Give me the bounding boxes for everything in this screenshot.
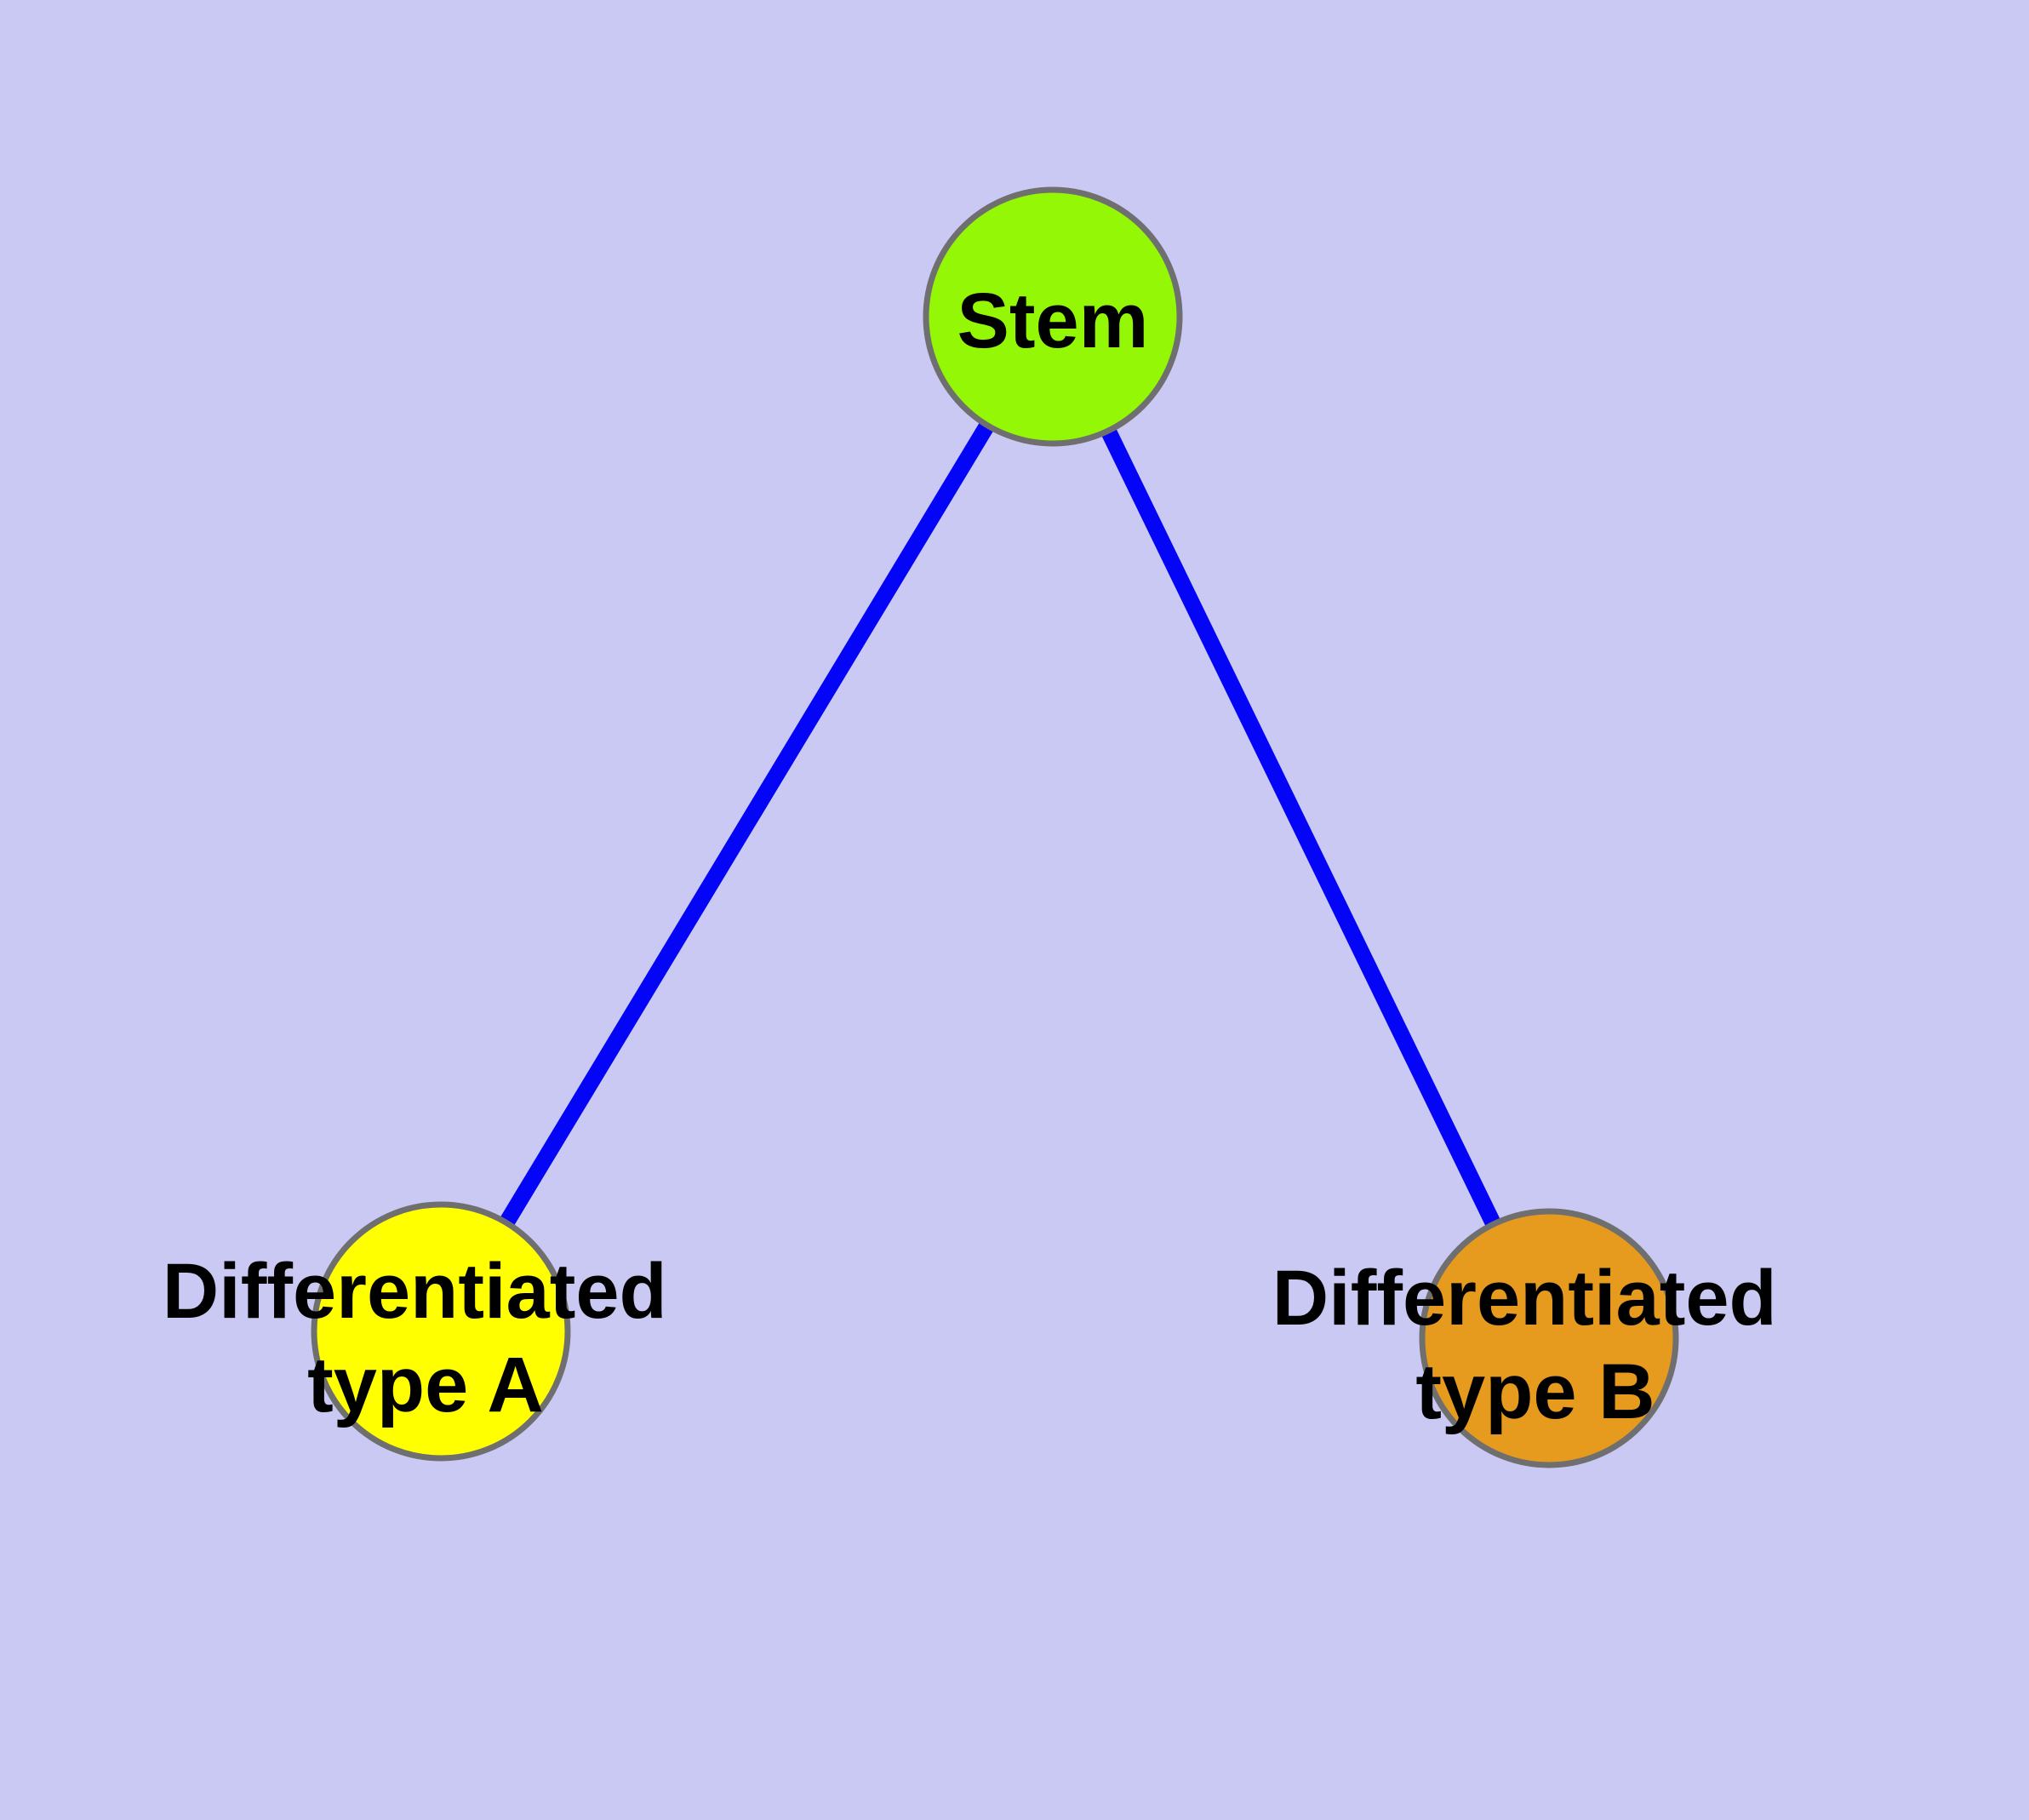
- node-type-a-label-line2: type A: [307, 1342, 544, 1428]
- node-stem-circle: [923, 186, 1183, 447]
- node-type-a-label: Differentiated type A: [163, 1248, 689, 1428]
- edge-stem-to-type-b: [1045, 312, 1557, 1342]
- node-type-b-label-line1: Differentiated: [1272, 1255, 1777, 1342]
- node-type-b-circle: [1419, 1208, 1679, 1468]
- node-type-a-label-line1: Differentiated: [163, 1248, 667, 1335]
- node-type-b-label: Differentiated type B: [1272, 1255, 1799, 1435]
- node-stem-label: Stem: [957, 278, 1149, 364]
- node-type-b-label-line2: type B: [1415, 1348, 1655, 1435]
- edge-stem-to-type-a: [433, 312, 1060, 1336]
- node-type-a-circle: [311, 1201, 571, 1462]
